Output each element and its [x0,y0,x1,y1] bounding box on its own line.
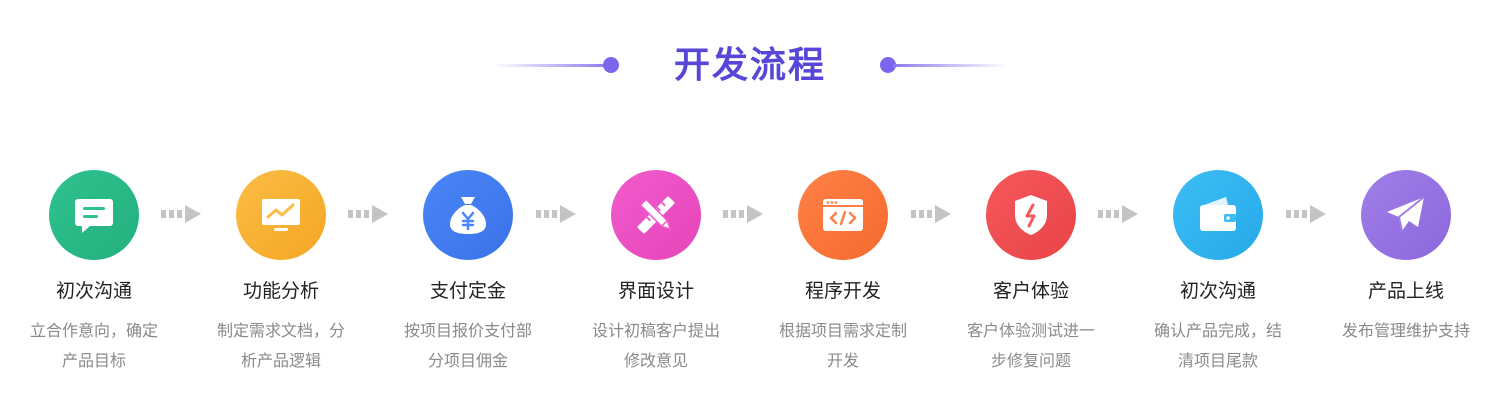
step-name: 产品上线 [1367,280,1444,302]
process-step: 界面设计 设计初稿客户提出修改意见 [576,170,736,380]
step-name: 初次沟通 [1179,280,1256,302]
step-name: 初次沟通 [55,280,132,302]
dashed-arrow-icon [911,205,951,223]
step-name: 客户体验 [992,280,1069,302]
dashed-arrow-icon [1286,205,1326,223]
process-step: 产品上线 发布管理维护支持 [1326,170,1486,380]
step-icon-circle [236,170,326,260]
step-name: 支付定金 [429,280,506,302]
step-icon-circle [986,170,1076,260]
step-arrow [346,204,390,224]
step-icon-circle [611,170,701,260]
step-icon-circle [1361,170,1451,260]
title-deco-line-left [493,64,608,67]
title-deco-line-right [893,64,1008,67]
step-arrow [159,204,203,224]
title-deco-dot-right [880,57,896,73]
dashed-arrow-icon [348,205,388,223]
paper-plane-icon [1387,196,1425,232]
title-row: 开发流程 [0,40,1501,92]
step-desc: 根据项目需求定制开发 [778,321,907,370]
process-step: 程序开发 根据项目需求定制开发 [763,170,923,380]
code-window-icon [823,199,863,231]
step-desc: 按项目报价支付部分项目佣金 [403,321,532,370]
pencil-ruler-icon [637,196,675,234]
money-bag-icon [450,197,486,234]
step-icon-circle [798,170,888,260]
step-name: 界面设计 [617,280,694,302]
process-step: 客户体验 客户体验测试进一步修复问题 [951,170,1111,380]
title-deco-dot-left [603,57,619,73]
dashed-arrow-icon [536,205,576,223]
step-arrow [534,204,578,224]
process-step: 功能分析 制定需求文档，分析产品逻辑 [201,170,361,380]
section-title: 开发流程 [673,45,826,86]
step-desc: 设计初稿客户提出修改意见 [591,321,720,370]
step-arrow [1284,204,1328,224]
step-arrow [721,204,765,224]
chat-bubble-icon [75,199,113,233]
step-desc: 发布管理维护支持 [1341,321,1470,340]
shield-icon [1015,195,1047,235]
process-step: 初次沟通 立合作意向，确定产品目标 [14,170,174,380]
dashed-arrow-icon [161,205,201,223]
step-icon-circle [423,170,513,260]
wallet-icon [1200,197,1236,231]
step-icon-circle [1173,170,1263,260]
step-arrow [909,204,953,224]
step-name: 程序开发 [804,280,881,302]
process-step: 初次沟通 确认产品完成，结清项目尾款 [1138,170,1298,380]
dashed-arrow-icon [723,205,763,223]
step-desc: 确认产品完成，结清项目尾款 [1153,321,1282,370]
step-icon-circle [49,170,139,260]
step-name: 功能分析 [242,280,319,302]
step-desc: 客户体验测试进一步修复问题 [966,321,1095,370]
dashed-arrow-icon [1098,205,1138,223]
step-desc: 制定需求文档，分析产品逻辑 [216,321,345,370]
process-step: 支付定金 按项目报价支付部分项目佣金 [388,170,548,380]
step-desc: 立合作意向，确定产品目标 [29,321,158,370]
monitor-chart-icon [262,199,300,231]
step-arrow [1096,204,1140,224]
